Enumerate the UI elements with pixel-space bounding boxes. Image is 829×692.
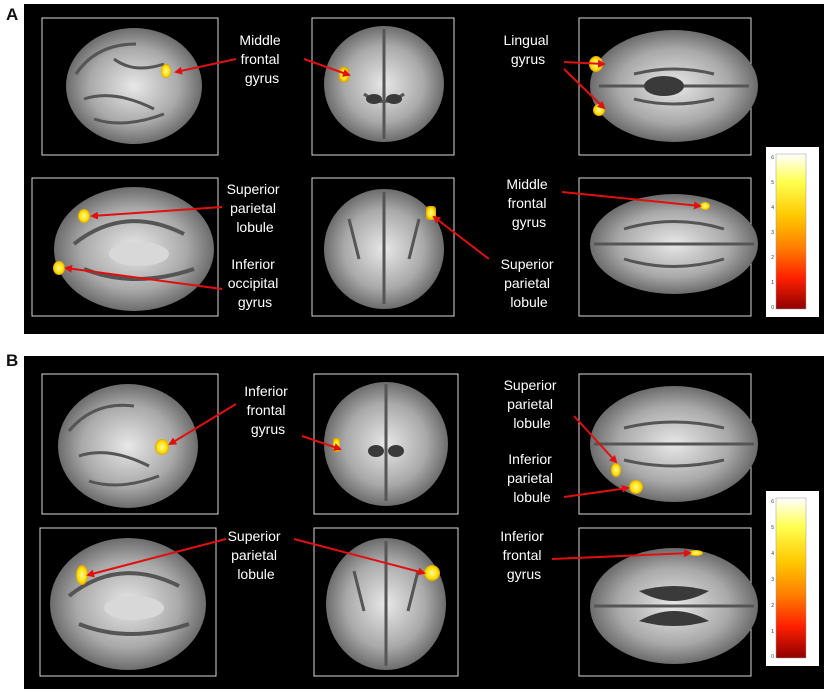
label-superior-parietal-lobule: Superior parietal lobule <box>228 528 285 582</box>
panel-a: Middle frontal gyrus Lingual gyrus Super… <box>24 4 824 334</box>
colorbar-tick: 2 <box>771 255 774 261</box>
frame-a2 <box>311 17 455 156</box>
brain-coronal-a5 <box>324 189 444 309</box>
panel-letter-a: A <box>6 5 19 24</box>
label-lingual-gyrus: Lingual gyrus <box>503 32 552 67</box>
activation-blob <box>700 202 710 210</box>
label-superior-parietal-lobule: Superior parietal lobule <box>227 181 284 235</box>
frame-b2 <box>313 373 459 515</box>
brain-coronal-b2 <box>324 382 448 506</box>
colorbar-tick: 1 <box>771 629 774 635</box>
colorbar-tick: 3 <box>771 230 774 236</box>
colorbar-tick: 2 <box>771 603 774 609</box>
activation-blob <box>611 463 621 477</box>
activation-blob <box>424 565 440 581</box>
activation-blob <box>76 565 88 585</box>
colorbar-tick: 5 <box>771 525 774 531</box>
arrow <box>561 191 702 210</box>
colorbar-tick: 4 <box>771 205 774 211</box>
arrow <box>168 403 237 446</box>
activation-blob <box>689 550 703 556</box>
colorbar: 6 5 4 3 2 1 0 <box>766 491 819 666</box>
arrow <box>86 538 227 578</box>
brain-sagittal-a4 <box>54 187 214 311</box>
brain-coronal-a2 <box>324 26 444 142</box>
brain-axial-b6 <box>590 548 758 664</box>
panel-letter-b: B <box>6 351 19 370</box>
arrow <box>563 484 630 498</box>
arrow <box>432 215 490 260</box>
label-superior-parietal-lobule: Superior parietal lobule <box>501 256 558 310</box>
label-inferior-frontal-gyrus: Inferior frontal gyrus <box>500 528 547 582</box>
arrow <box>90 206 223 220</box>
activation-blob <box>629 480 643 494</box>
brain-axial-a6 <box>590 194 758 294</box>
colorbar: 6 5 4 3 2 1 0 <box>766 147 819 317</box>
arrow <box>573 415 618 464</box>
label-middle-frontal-gyrus: Middle frontal gyrus <box>506 176 551 230</box>
arrow <box>551 549 692 560</box>
activation-blob <box>155 439 169 455</box>
activation-blob <box>53 261 65 275</box>
colorbar-tick: 6 <box>771 499 774 505</box>
arrow <box>563 59 606 68</box>
brain-coronal-b5 <box>326 538 446 670</box>
label-superior-parietal-lobule: Superior parietal lobule <box>504 377 561 431</box>
colorbar-tick: 0 <box>771 654 774 660</box>
activation-blob <box>333 438 340 452</box>
frame-b5 <box>313 527 459 677</box>
label-inferior-frontal-gyrus: Inferior frontal gyrus <box>244 383 291 437</box>
activation-blob <box>78 209 90 223</box>
colorbar-tick: 6 <box>771 155 774 161</box>
colorbar-tick: 5 <box>771 180 774 186</box>
frame-a1 <box>41 17 219 156</box>
frame-a5 <box>311 177 455 317</box>
frame-b1 <box>41 373 219 515</box>
frame-b4 <box>39 527 217 677</box>
colorbar-tick: 1 <box>771 280 774 286</box>
brain-axial-a3 <box>590 30 758 142</box>
brain-sagittal-b1 <box>58 384 198 508</box>
brain-axial-b3 <box>590 386 758 502</box>
arrow <box>303 58 351 77</box>
activation-blob <box>161 64 171 78</box>
label-middle-frontal-gyrus: Middle frontal gyrus <box>239 32 284 86</box>
colorbar-tick: 4 <box>771 551 774 557</box>
label-inferior-parietal-lobule: Inferior parietal lobule <box>507 451 557 505</box>
panel-b: Inferior frontal gyrus Superior parietal… <box>24 356 824 689</box>
arrow <box>293 538 426 576</box>
colorbar-tick: 3 <box>771 577 774 583</box>
colorbar-tick: 0 <box>771 305 774 311</box>
brain-sagittal-a1 <box>66 28 202 144</box>
arrow <box>301 435 342 451</box>
frame-a4 <box>31 177 219 317</box>
brain-sagittal-b4 <box>50 538 206 670</box>
arrow <box>64 264 223 290</box>
activation-blob <box>593 104 605 116</box>
label-inferior-occipital-gyrus: Inferior occipital gyrus <box>228 256 282 310</box>
arrow <box>174 58 237 75</box>
arrow <box>563 68 606 110</box>
